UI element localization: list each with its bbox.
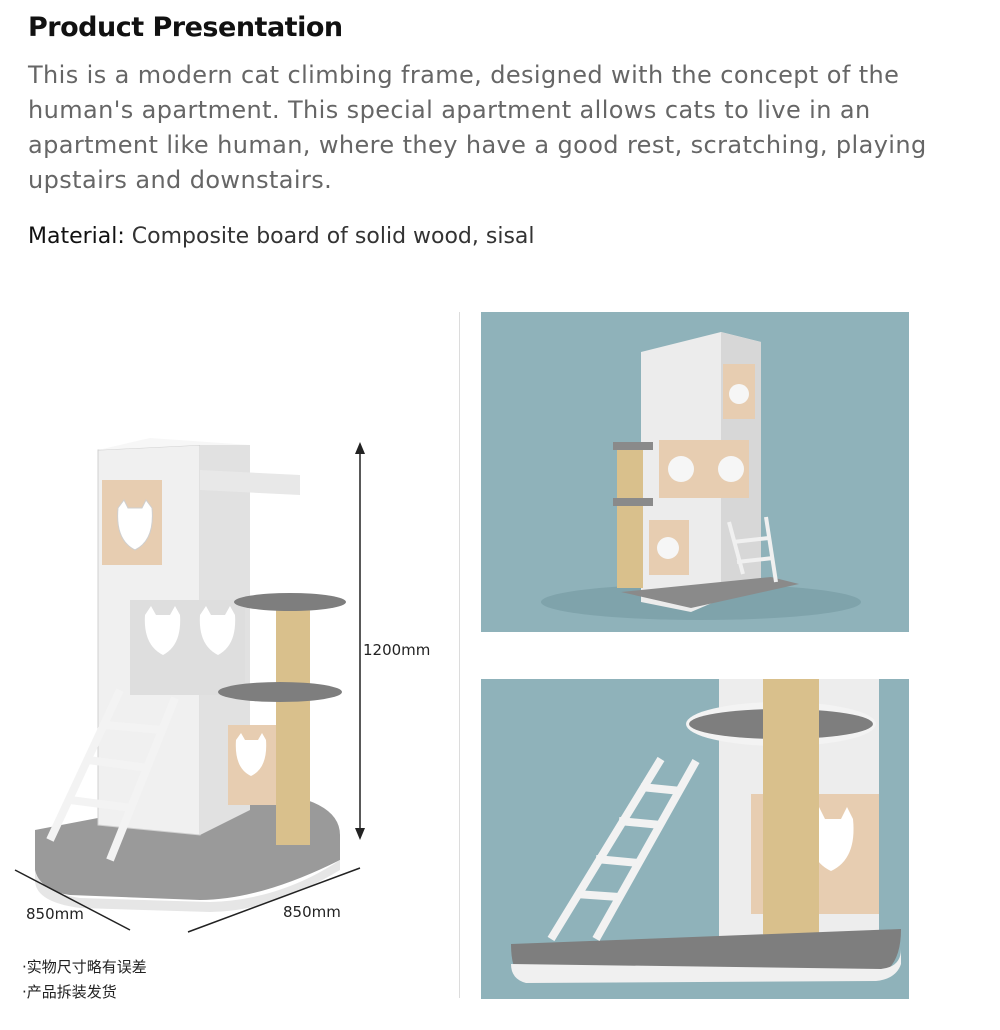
product-render-closeup bbox=[481, 679, 909, 999]
note-disassembled-shipping: ·产品拆装发货 bbox=[22, 983, 117, 1001]
depth-dimension: 850mm bbox=[26, 905, 84, 923]
dimension-diagram bbox=[14, 438, 365, 933]
material-value: Composite board of solid wood, sisal bbox=[124, 224, 535, 249]
column-divider bbox=[459, 312, 460, 998]
material-line: Material: Composite board of solid wood,… bbox=[28, 224, 535, 249]
height-dimension: 1200mm bbox=[363, 641, 431, 659]
material-label: Material: bbox=[28, 224, 125, 249]
product-render-full bbox=[481, 312, 909, 632]
product-description: This is a modern cat climbing frame, des… bbox=[28, 61, 927, 194]
page-title: Product Presentation bbox=[28, 12, 343, 43]
width-dimension: 850mm bbox=[283, 903, 341, 921]
note-size-tolerance: ·实物尺寸略有误差 bbox=[22, 958, 147, 976]
